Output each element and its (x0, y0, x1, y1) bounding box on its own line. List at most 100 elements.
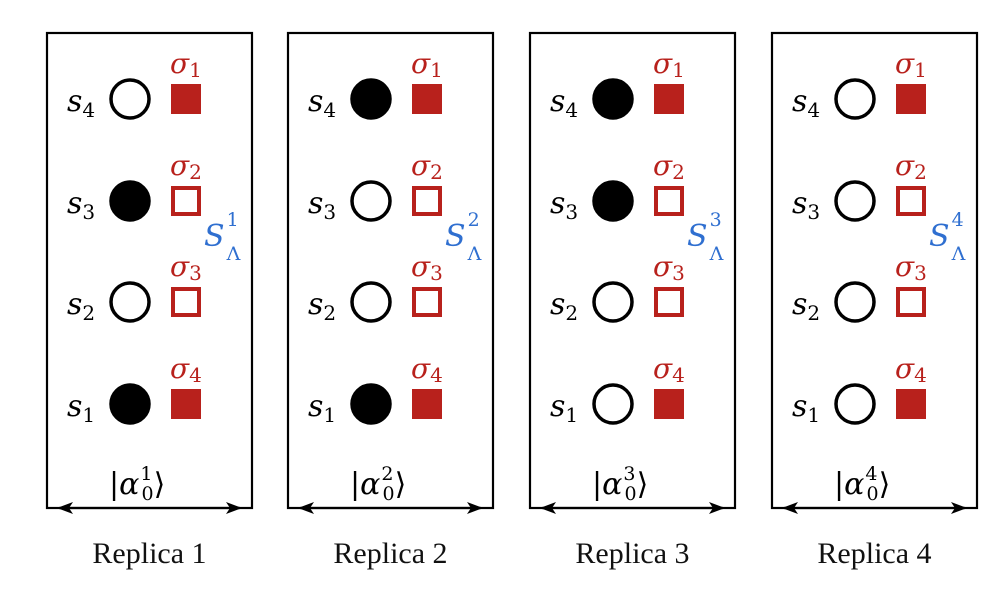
sigma-label: σ1 (170, 47, 202, 82)
sigma-label-base: σ (411, 352, 431, 385)
site-label-subscript: 4 (82, 98, 95, 122)
replica-caption: Replica 4 (817, 537, 931, 570)
sigma-label: σ1 (411, 47, 443, 82)
sigma-label-base: σ (170, 250, 190, 283)
empty-spin-circle (834, 281, 876, 323)
site-label-subscript: 1 (565, 403, 578, 427)
site-label-base: s (550, 186, 565, 221)
sigma-label-subscript: 4 (430, 363, 443, 387)
filled-spin-circle (109, 180, 151, 222)
region-label-superscript: 4 (952, 209, 964, 231)
site-label-base: s (792, 389, 807, 424)
site-label-base: s (792, 287, 807, 322)
site-label: s4 (550, 84, 578, 122)
site-label-base: s (67, 84, 82, 119)
ket-subscript: 0 (141, 483, 153, 505)
site-label: s4 (308, 84, 336, 122)
filled-spin-circle (592, 180, 634, 222)
site-label-base: s (550, 287, 565, 322)
empty-sigma-square (171, 186, 201, 216)
ket-open-bar: | (834, 467, 844, 502)
empty-spin-circle (834, 383, 876, 425)
site-label-base: s (67, 389, 82, 424)
ket-open-bar: | (109, 467, 119, 502)
sigma-label: σ3 (411, 250, 443, 285)
sigma-label-base: σ (895, 149, 915, 182)
sigma-label: σ4 (170, 352, 202, 387)
site-label-subscript: 2 (807, 301, 820, 325)
empty-sigma-square (171, 287, 201, 317)
sigma-label: σ1 (653, 47, 685, 82)
sigma-label-base: σ (411, 149, 431, 182)
filled-sigma-square (654, 84, 684, 114)
region-label-base: S (687, 219, 708, 254)
region-label-superscript: 3 (710, 209, 722, 231)
sigma-label-base: σ (170, 352, 190, 385)
site-label-subscript: 4 (807, 98, 820, 122)
site-label-base: s (792, 84, 807, 119)
replica-caption: Replica 2 (333, 537, 447, 570)
region-label-subscript: Λ (709, 243, 724, 265)
sigma-label: σ2 (653, 149, 685, 184)
ket-subscript: 0 (624, 483, 636, 505)
sigma-label-base: σ (411, 47, 431, 80)
replica-caption: Replica 3 (575, 537, 689, 570)
region-label-subscript: Λ (226, 243, 241, 265)
ket-superscript: 4 (865, 463, 877, 485)
region-label-subscript: Λ (467, 243, 482, 265)
filled-sigma-square (171, 389, 201, 419)
sigma-label: σ3 (653, 250, 685, 285)
sigma-label: σ3 (170, 250, 202, 285)
ket-open-bar: | (350, 467, 360, 502)
ket-superscript: 2 (381, 463, 393, 485)
filled-sigma-square (896, 389, 926, 419)
site-label-subscript: 1 (323, 403, 336, 427)
filled-spin-circle (350, 383, 392, 425)
sigma-label-subscript: 4 (189, 363, 202, 387)
site-label-base: s (308, 84, 323, 119)
sigma-label-subscript: 2 (430, 160, 443, 184)
site-label-subscript: 2 (565, 301, 578, 325)
sigma-label-subscript: 1 (189, 58, 202, 82)
sigma-label-base: σ (895, 47, 915, 80)
sigma-label: σ3 (895, 250, 927, 285)
sigma-label-subscript: 1 (672, 58, 685, 82)
sigma-label-base: σ (411, 250, 431, 283)
empty-spin-circle (109, 281, 151, 323)
ket-alpha: α (360, 467, 380, 502)
filled-spin-circle (109, 383, 151, 425)
site-label-subscript: 3 (323, 200, 336, 224)
sigma-label: σ1 (895, 47, 927, 82)
ket-superscript: 1 (140, 463, 152, 485)
region-label-superscript: 1 (227, 209, 239, 231)
site-label: s3 (792, 186, 820, 224)
site-label: s3 (67, 186, 95, 224)
site-label: s1 (67, 389, 95, 427)
sigma-label-base: σ (170, 149, 190, 182)
site-label-base: s (550, 84, 565, 119)
ket-open-bar: | (592, 467, 602, 502)
sigma-label-subscript: 3 (189, 261, 202, 285)
empty-spin-circle (592, 281, 634, 323)
sigma-label-subscript: 4 (914, 363, 927, 387)
site-label: s1 (550, 389, 578, 427)
sigma-label-base: σ (653, 250, 673, 283)
site-label-base: s (308, 287, 323, 322)
sigma-label-subscript: 3 (672, 261, 685, 285)
site-label-subscript: 4 (565, 98, 578, 122)
empty-sigma-square (654, 287, 684, 317)
site-label-base: s (308, 186, 323, 221)
site-label-subscript: 3 (82, 200, 95, 224)
site-label-subscript: 2 (82, 301, 95, 325)
empty-sigma-square (896, 287, 926, 317)
sigma-label-subscript: 3 (914, 261, 927, 285)
